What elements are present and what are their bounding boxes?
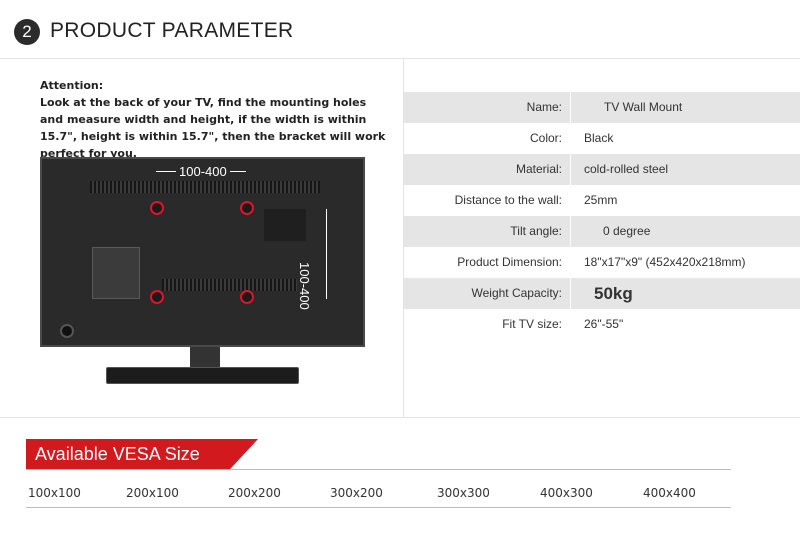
param-label: Product Dimension: (457, 255, 562, 269)
param-value: Black (584, 131, 614, 145)
param-label: Weight Capacity: (471, 286, 563, 300)
param-row: Fit TV size: 26"-55" (404, 309, 800, 340)
param-value: 0 degree (603, 224, 651, 238)
parameter-table: Name: TV Wall Mount Color: Black Materia… (404, 92, 800, 340)
step-number-badge: 2 (14, 19, 40, 45)
mounting-hole-bottom-right (240, 290, 254, 304)
vesa-title: Available VESA Size (35, 444, 200, 464)
vesa-divider (26, 469, 731, 470)
attention-title: Attention: (40, 79, 104, 92)
param-label: Fit TV size: (502, 317, 562, 331)
param-row: Product Dimension: 18"x17"x9" (452x420x2… (404, 247, 800, 278)
param-separator (570, 92, 571, 123)
tv-stand-base (106, 367, 299, 384)
width-dimension-label: 100-400 (176, 164, 230, 179)
tv-back-panel: 100-400 100-400 (40, 157, 365, 347)
param-value: 50kg (594, 284, 633, 303)
param-row: Distance to the wall: 25mm (404, 185, 800, 216)
tv-label-plate (264, 209, 306, 241)
vesa-size: 300x200 (330, 486, 383, 500)
panel-divider (403, 58, 404, 418)
param-label: Tilt angle: (510, 224, 562, 238)
param-row: Material: cold-rolled steel (404, 154, 800, 185)
vesa-size: 400x400 (643, 486, 696, 500)
tv-vent-top (90, 181, 320, 193)
vesa-size: 400x300 (540, 486, 593, 500)
attention-note: Attention: Look at the back of your TV, … (40, 77, 390, 162)
attention-body: Look at the back of your TV, find the mo… (40, 96, 386, 160)
vesa-size: 100x100 (28, 486, 81, 500)
param-value: 26"-55" (584, 317, 624, 331)
height-dimension-line (326, 209, 327, 299)
tv-io-panel (92, 247, 140, 299)
mounting-hole-top-right (240, 201, 254, 215)
vesa-bottom-line (26, 507, 731, 508)
param-label: Name: (526, 100, 562, 114)
param-separator (570, 154, 571, 185)
param-label: Color: (529, 131, 562, 145)
tv-back-illustration: 100-400 100-400 (40, 157, 365, 350)
param-row: Name: TV Wall Mount (404, 92, 800, 123)
param-value: 18"x17"x9" (452x420x218mm) (584, 255, 746, 269)
param-row: Tilt angle: 0 degree (404, 216, 800, 247)
tv-power-knob (60, 324, 74, 338)
param-value: cold-rolled steel (584, 162, 669, 176)
vesa-banner (26, 439, 258, 469)
param-row: Color: Black (404, 123, 800, 154)
height-dimension-label: 100-400 (297, 259, 312, 313)
vesa-size-list: 100x100 200x100 200x200 300x200 300x300 … (26, 486, 731, 506)
param-label: Distance to the wall: (454, 193, 562, 207)
mounting-hole-top-left (150, 201, 164, 215)
section-title: PRODUCT PARAMETER (50, 19, 294, 42)
mounting-hole-bottom-left (150, 290, 164, 304)
param-separator (570, 216, 571, 247)
param-separator (570, 278, 571, 309)
tv-vent-bottom (162, 279, 302, 291)
vesa-size: 200x200 (228, 486, 281, 500)
param-value: TV Wall Mount (604, 100, 683, 114)
section-header: 2 PRODUCT PARAMETER (0, 0, 800, 58)
param-row: Weight Capacity: 50kg (404, 278, 800, 309)
param-label: Material: (515, 162, 562, 176)
vesa-size: 300x300 (437, 486, 490, 500)
vesa-size: 200x100 (126, 486, 179, 500)
param-value: 25mm (584, 193, 618, 207)
tv-stand-neck (190, 347, 220, 369)
